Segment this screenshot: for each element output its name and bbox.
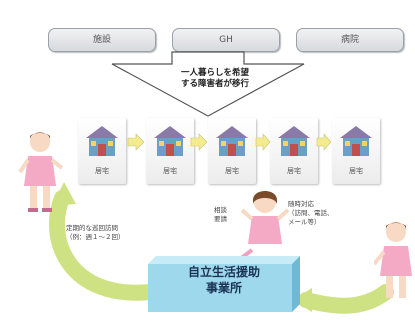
home-card-2: 居宅 <box>146 118 194 184</box>
consult-request-note: 相談 要請 <box>214 206 227 224</box>
transition-text-line1: 一人暮らしを希望 <box>180 68 249 78</box>
house-icon <box>216 126 248 156</box>
group-home-box: GH <box>172 28 280 52</box>
house-icon <box>86 126 118 156</box>
office-line1: 自立生活援助 <box>187 265 260 279</box>
step-arrow-icon <box>316 133 332 151</box>
step-arrow-icon <box>127 133 145 151</box>
home-card-4: 居宅 <box>270 118 318 184</box>
consult-line2: 要請 <box>214 215 227 223</box>
home-card-5: 居宅 <box>332 118 380 184</box>
regular-visit-line2: （例：週１〜２回） <box>66 233 125 241</box>
home-label: 居宅 <box>225 167 239 175</box>
person-left-icon <box>18 132 64 212</box>
house-icon <box>340 126 372 156</box>
home-card-1: 居宅 <box>78 118 126 184</box>
home-card-3: 居宅 <box>208 118 256 184</box>
person-right-icon <box>374 222 412 298</box>
hospital-box: 病院 <box>296 28 404 52</box>
anytime-line1: 随時対応 <box>288 200 314 208</box>
house-icon <box>278 126 310 156</box>
transition-arrow <box>111 51 305 117</box>
step-arrow-icon <box>190 133 208 151</box>
consult-line1: 相談 <box>214 206 227 214</box>
person-center-icon <box>240 191 290 244</box>
office-line2: 事業所 <box>205 281 242 295</box>
transition-text-line2: する障害者が移行 <box>180 79 249 89</box>
anytime-support-note: 随時対応 （訪問、電話、 メール等） <box>288 200 334 227</box>
home-label: 居宅 <box>287 167 301 175</box>
house-icon <box>154 126 186 156</box>
regular-visit-note: 定期的な巡回訪問 （例：週１〜２回） <box>66 224 125 242</box>
regular-visit-line1: 定期的な巡回訪問 <box>66 224 118 232</box>
anytime-line2: （訪問、電話、 <box>288 209 334 217</box>
transition-text: 一人暮らしを希望 する障害者が移行 <box>150 68 280 90</box>
anytime-line3: メール等） <box>288 218 321 226</box>
support-office-box <box>148 256 300 312</box>
home-label: 居宅 <box>95 167 109 175</box>
step-arrow-icon <box>255 133 271 151</box>
facility-box: 施設 <box>48 28 156 52</box>
home-label: 居宅 <box>349 167 363 175</box>
support-office-label: 自立生活援助 事業所 <box>148 264 300 296</box>
home-label: 居宅 <box>163 167 177 175</box>
